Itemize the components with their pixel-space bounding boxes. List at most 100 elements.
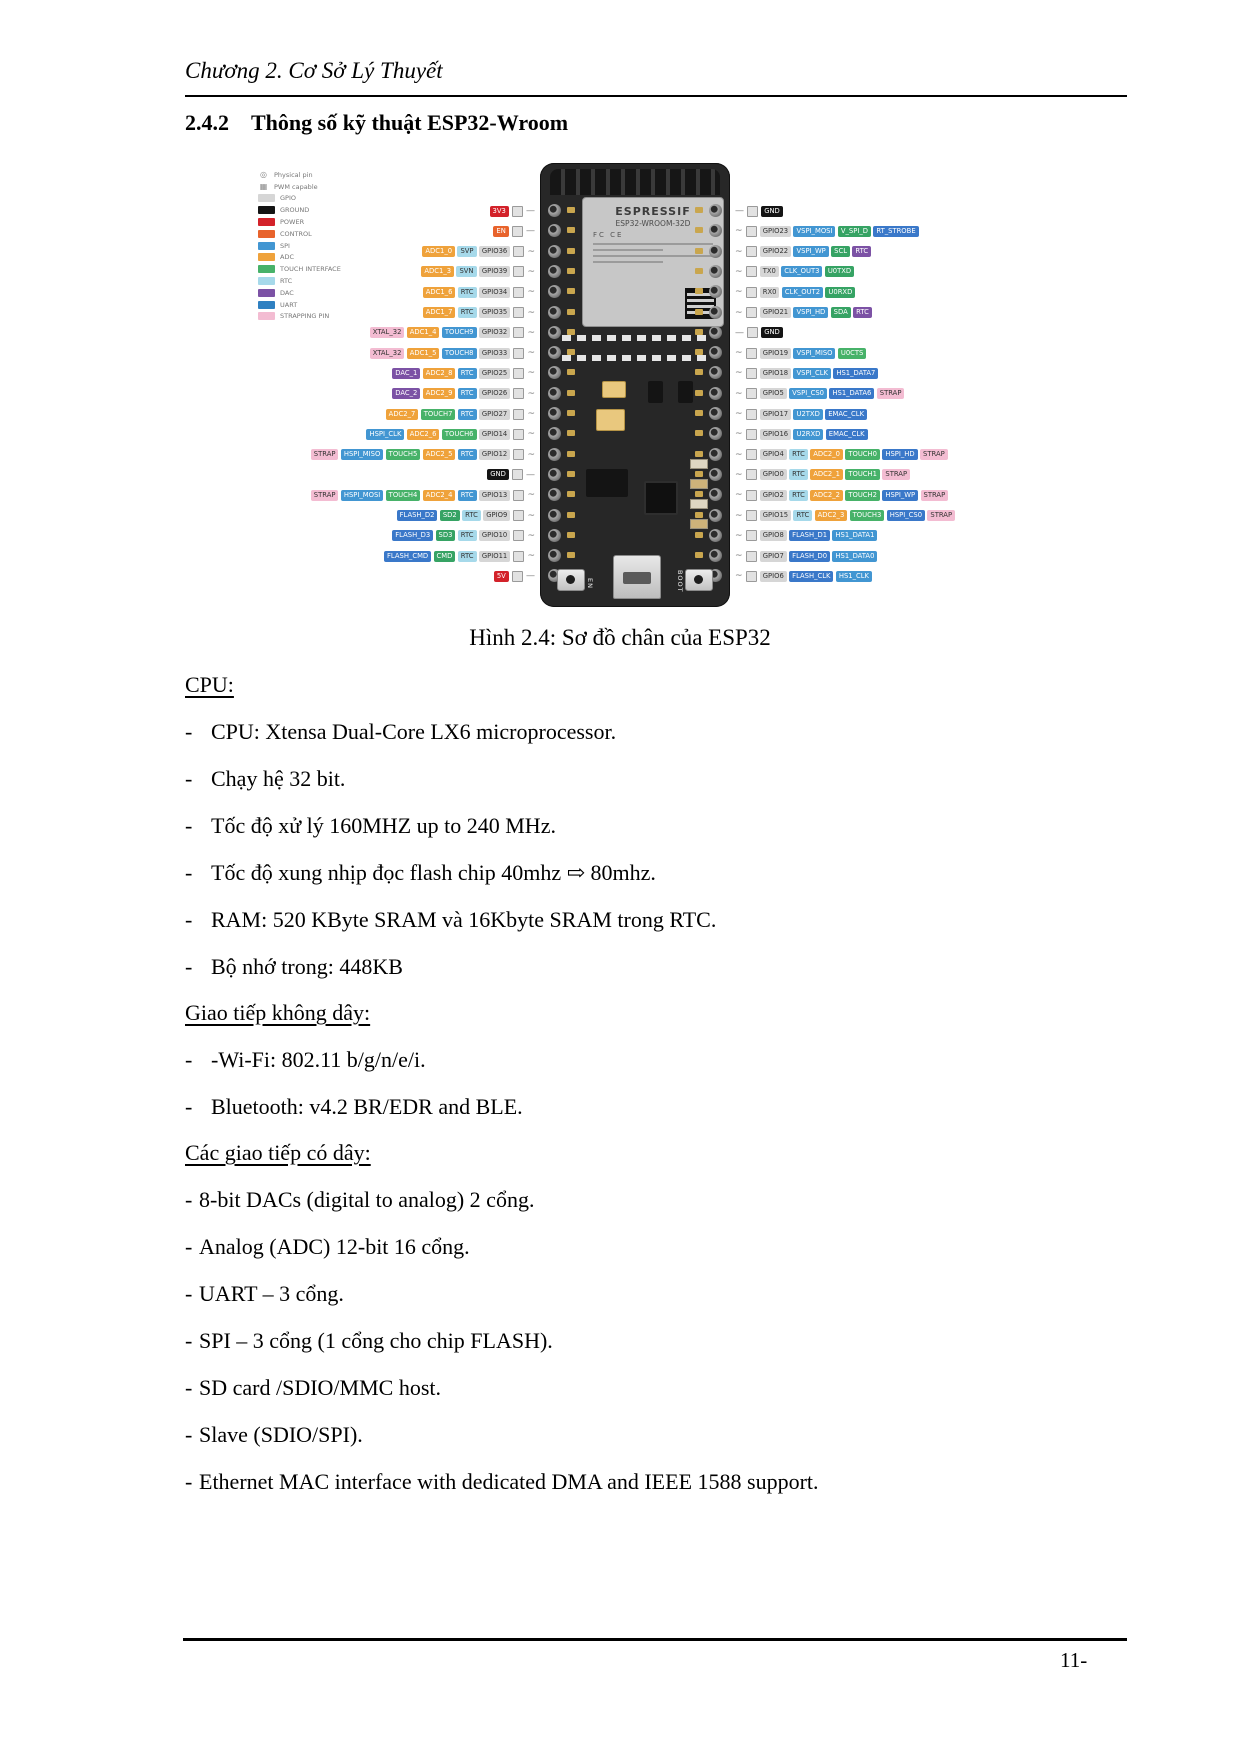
pin-chip-gpio: GPIO5 [759, 388, 787, 400]
pin-chip-spi: CLK_OUT2 [781, 286, 824, 298]
bullet-text: Chạy hệ 32 bit. [211, 766, 346, 791]
pin-chip-i2c: U0TXD [824, 266, 855, 278]
physical-pin-square [513, 449, 525, 461]
pwm-squiggle-icon: ~ [527, 287, 535, 298]
bullet-dash: - [185, 1328, 193, 1353]
physical-pin-square [745, 530, 757, 542]
page-header: Chương 2. Cơ Sở Lý Thuyết [185, 58, 1125, 84]
pin-hole [709, 407, 722, 420]
bullet-item: -Tốc độ xung nhịp đọc flash chip 40mhz ⇨… [185, 859, 1065, 887]
pin-chip-adc: ADC1_6 [422, 286, 456, 298]
resistor [690, 459, 708, 469]
legend-label: STRAPPING PIN [280, 312, 330, 321]
bullet-text: Bộ nhớ trong: 448KB [211, 954, 403, 979]
legend-color-chip [258, 288, 275, 297]
pin-hole [709, 244, 722, 258]
legend-label: SPI [280, 241, 290, 250]
pin-chip-gpio: GPIO22 [759, 246, 792, 258]
section-number: 2.4.2 [185, 110, 229, 135]
pwm-squiggle-icon: ~ [527, 307, 535, 318]
pin-chip-adc: ADC2_6 [406, 428, 440, 440]
pwm-squiggle-icon: ~ [735, 551, 743, 562]
pin-chip-strap: XTAL_32 [369, 347, 405, 359]
content-section-heading: Các giao tiếp có dây: [185, 1140, 1065, 1166]
pin-hole [709, 325, 722, 339]
bullet-item: -SD card /SDIO/MMC host. [185, 1374, 1065, 1402]
pin-hole [709, 488, 722, 502]
pin-chip-gpio: GPIO39 [478, 266, 511, 278]
gold-pad [567, 470, 575, 477]
pin-chip-adc: ADC2_9 [422, 388, 456, 400]
bullet-item: -Tốc độ xử lý 160MHZ up to 240 MHz. [185, 812, 1065, 840]
legend-item: UART [258, 299, 341, 311]
fineprint-line [593, 261, 663, 263]
pin-chip-adc: ADC1_3 [421, 266, 455, 278]
pin-hole [548, 447, 561, 461]
gold-pad [695, 328, 703, 335]
physical-pin-square [745, 286, 757, 298]
bullet-item: -8-bit DACs (digital to analog) 2 cổng. [185, 1186, 1065, 1214]
physical-pin-square [745, 246, 757, 258]
pin-chip-gpio: GPIO34 [478, 286, 511, 298]
pwm-squiggle-icon: ~ [527, 490, 535, 501]
physical-pin-square [747, 327, 758, 339]
pwm-squiggle-icon: ~ [735, 388, 743, 399]
antenna-area [550, 169, 720, 195]
pin-chip-spi: RTC [457, 449, 477, 461]
pin-hole [548, 244, 561, 258]
pin-hole [548, 285, 561, 299]
fineprint-line [593, 255, 713, 257]
section-title: 2.4.2 Thông số kỹ thuật ESP32-Wroom [185, 110, 568, 136]
legend-item: STRAPPING PIN [258, 311, 341, 323]
pin-chip-spi: VSPI_MOSI [793, 225, 836, 237]
pin-chip-rtc: RTC [789, 449, 808, 461]
pin-chip-spi: RTC [457, 388, 477, 400]
legend-item: ◎Physical pin [258, 169, 341, 181]
pin-chip-gpio: GPIO25 [478, 367, 511, 379]
pin-chip-rtc: RTC [457, 550, 477, 562]
pin-chip-gpio: GPIO9 [483, 510, 511, 521]
physical-pin-square [513, 246, 525, 258]
legend-item: TOUCH INTERFACE [258, 263, 341, 275]
physical-pin-square [747, 205, 758, 217]
legend-label: ADC [280, 253, 294, 262]
legend-item: CONTROL [258, 228, 341, 240]
section-text: Thông số kỹ thuật ESP32-Wroom [251, 110, 569, 135]
esp32-board: ESPRESSIF ESP32-WROOM-32D FC CE [540, 163, 730, 607]
pin-hole [548, 508, 561, 522]
legend-color-chip [258, 253, 275, 262]
pin-chip-gpio: GPIO18 [759, 367, 792, 379]
pwm-squiggle-icon: ~ [527, 246, 535, 257]
pin-chip-spi: VSPI_CS0 [789, 388, 828, 400]
pin-chip-touch: TOUCH0 [845, 449, 880, 461]
pin-hole [548, 204, 561, 217]
physical-pin-square [513, 428, 525, 440]
bullet-dash: - [185, 766, 193, 791]
pin-chip-dac: RTC [852, 246, 872, 258]
pin-chip-rtc: SVN [456, 266, 477, 278]
legend-label: GPIO [280, 194, 296, 203]
physical-pin-square [745, 449, 757, 461]
pin-chip-i2c: SCL [831, 246, 851, 258]
section-heading-text: Giao tiếp không dây: [185, 1000, 371, 1025]
pin-chip-i2c: V_SPI_D [837, 225, 871, 237]
pin-chip-adc: ADC1_4 [406, 327, 440, 339]
gold-pad [695, 491, 703, 498]
pin-chip-gpio: GPIO35 [478, 307, 511, 318]
resistor [690, 499, 708, 509]
bullet-item: --Wi-Fi: 802.11 b/g/n/e/i. [185, 1046, 1065, 1074]
legend-item: SPI [258, 240, 341, 252]
gold-pad [567, 349, 575, 356]
resistor [690, 479, 708, 489]
legend-label: PWM capable [274, 182, 318, 191]
pin-icon: ◎ [260, 170, 267, 180]
